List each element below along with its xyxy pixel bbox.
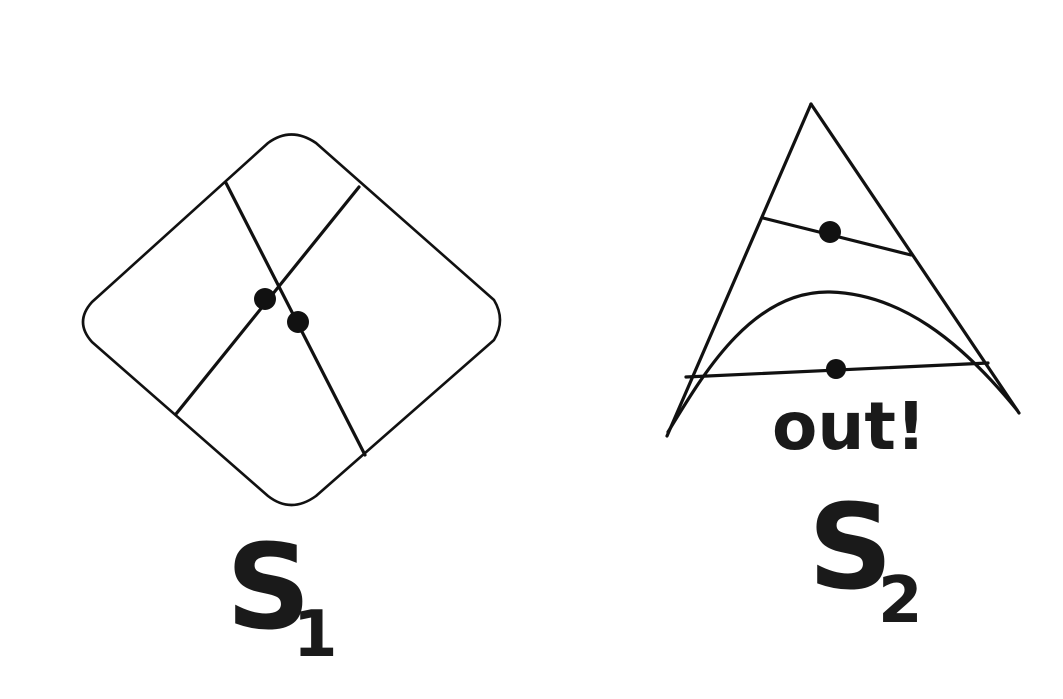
s2-point-lower — [826, 359, 846, 379]
s2-triangle-left-edge — [665, 102, 813, 438]
s1-diamond-outline — [81, 133, 502, 507]
s2-triangle-right-edge — [809, 102, 1021, 415]
label-s1-main: S — [226, 518, 311, 656]
shape-s1 — [81, 133, 502, 507]
s2-annotation-out: out! — [772, 388, 926, 465]
s1-point-2 — [287, 311, 309, 333]
s1-point-1 — [254, 288, 276, 310]
s2-point-upper — [819, 221, 841, 243]
label-s2-subscript: 2 — [878, 564, 923, 638]
label-s1-subscript: 1 — [293, 598, 338, 672]
shape-s2 — [665, 102, 1021, 438]
label-s2-main: S — [808, 478, 893, 616]
